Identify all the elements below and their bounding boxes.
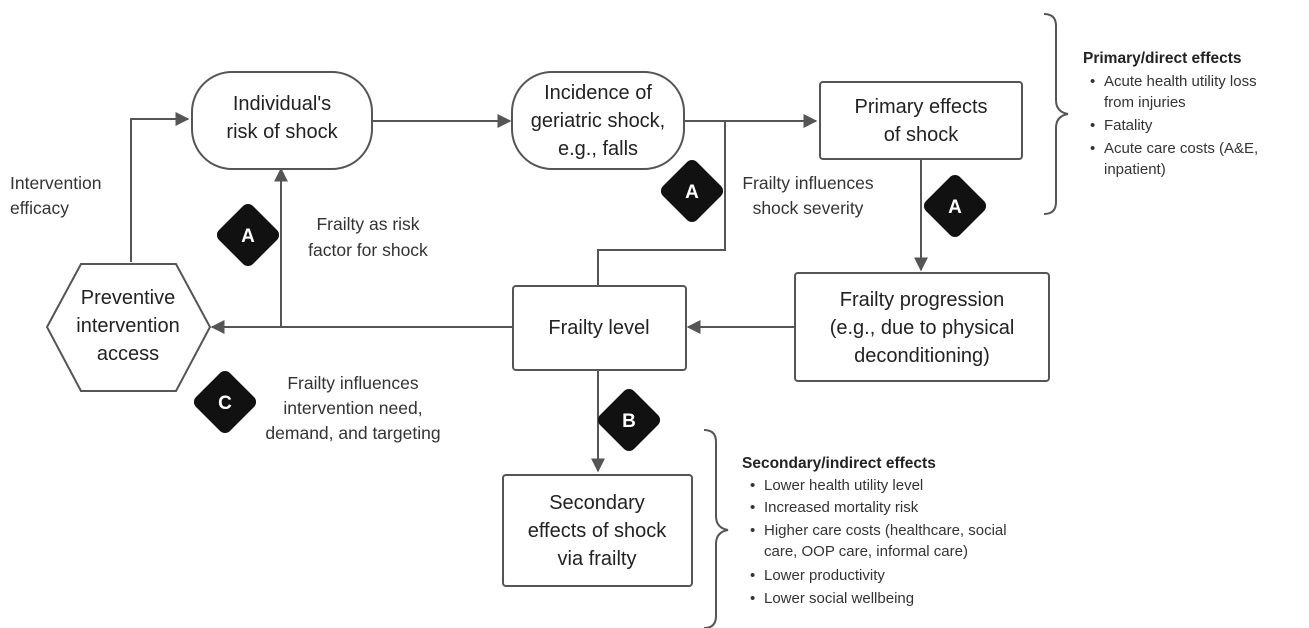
node-incidence-line-3: e.g., falls (558, 138, 638, 160)
secondary-bullet-5: • (750, 590, 755, 607)
secondary-bullet-4: • (750, 567, 755, 584)
arrow-frailty-severity (597, 121, 726, 285)
arrow-intervention-efficacy (130, 112, 190, 262)
node-individual-risk-line-1: Individual's (233, 93, 331, 115)
node-frailty-progression: Frailty progression (e.g., due to physic… (794, 272, 1050, 382)
secondary-item-1-line-1: Lower health utility level (764, 477, 923, 494)
brace-secondary (703, 429, 729, 628)
badge-severity: A (660, 159, 724, 223)
secondary-item-2-line-1: Increased mortality risk (764, 499, 919, 516)
node-primary-effects: Primary effects of shock (819, 81, 1023, 160)
primary-effects-list: Primary/direct effects • Acute health ut… (1083, 50, 1258, 178)
label-intervention-efficacy-line-1: Intervention (10, 173, 101, 193)
node-primary-effects-line-2: of shock (884, 124, 959, 146)
badge-progression: A (923, 174, 987, 238)
badge-risk-factor-letter: A (241, 226, 255, 247)
node-preventive-line-2: intervention (76, 315, 179, 337)
secondary-item-5-line-1: Lower social wellbeing (764, 590, 914, 607)
connectors (130, 112, 928, 473)
primary-item-3-line-1: Acute care costs (A&E, (1104, 140, 1258, 157)
node-primary-effects-line-1: Primary effects (855, 96, 988, 118)
node-secondary-effects-line-3: via frailty (558, 548, 637, 570)
node-secondary-effects-line-1: Secondary (549, 492, 645, 514)
label-frailty-intervention: Frailty influences intervention need, de… (265, 373, 440, 443)
secondary-item-3-line-2: care, OOP care, informal care) (764, 543, 968, 560)
node-preventive-line-1: Preventive (81, 287, 176, 309)
badge-progression-letter: A (948, 197, 962, 218)
primary-item-2-line-1: Fatality (1104, 117, 1153, 134)
node-secondary-effects: Secondary effects of shock via frailty (502, 474, 693, 587)
primary-item-1-line-2: from injuries (1104, 94, 1186, 111)
node-individual-risk-line-2: risk of shock (226, 121, 338, 143)
node-frailty-level-line-1: Frailty level (548, 317, 649, 339)
label-frailty-severity-line-2: shock severity (753, 198, 864, 218)
node-frailty-progression-line-3: deconditioning) (854, 345, 990, 367)
node-frailty-progression-line-1: Frailty progression (840, 289, 1005, 311)
node-secondary-effects-line-2: effects of shock (528, 520, 668, 542)
secondary-bullet-1: • (750, 477, 755, 494)
badge-secondary-letter: B (622, 411, 636, 432)
badge-severity-letter: A (685, 182, 699, 203)
label-frailty-severity: Frailty influences shock severity (742, 173, 874, 218)
node-preventive-line-3: access (97, 343, 159, 365)
node-frailty-progression-line-2: (e.g., due to physical (830, 317, 1015, 339)
secondary-bullet-3: • (750, 522, 755, 539)
primary-effects-heading: Primary/direct effects (1083, 50, 1242, 67)
label-frailty-intervention-line-2: intervention need, (283, 398, 422, 418)
label-intervention-efficacy-line-2: efficacy (10, 198, 69, 218)
label-intervention-efficacy: Intervention efficacy (10, 173, 101, 218)
primary-item-3-line-2: inpatient) (1104, 161, 1166, 178)
badge-secondary: B (597, 388, 661, 452)
secondary-effects-heading: Secondary/indirect effects (742, 455, 936, 472)
secondary-item-4-line-1: Lower productivity (764, 567, 885, 584)
secondary-effects-list: Secondary/indirect effects • Lower healt… (742, 455, 1007, 607)
brace-primary (1043, 13, 1069, 215)
primary-bullet-3: • (1090, 140, 1095, 157)
node-individual-risk: Individual's risk of shock (191, 71, 373, 170)
label-frailty-risk-factor-line-1: Frailty as risk (316, 214, 419, 234)
secondary-bullet-2: • (750, 499, 755, 516)
node-incidence-line-1: Incidence of (544, 82, 652, 104)
label-frailty-intervention-line-1: Frailty influences (287, 373, 419, 393)
node-incidence: Incidence of geriatric shock, e.g., fall… (511, 71, 685, 170)
node-frailty-level: Frailty level (512, 285, 687, 371)
label-frailty-severity-line-1: Frailty influences (742, 173, 874, 193)
badge-intervention-letter: C (218, 393, 232, 414)
primary-item-1-line-1: Acute health utility loss (1104, 73, 1257, 90)
label-frailty-intervention-line-3: demand, and targeting (265, 423, 440, 443)
label-frailty-risk-factor: Frailty as risk factor for shock (308, 214, 428, 260)
badge-risk-factor: A (216, 203, 280, 267)
primary-bullet-2: • (1090, 117, 1095, 134)
node-preventive-intervention: Preventive intervention access (45, 263, 212, 392)
badge-intervention: C (193, 370, 257, 434)
secondary-item-3-line-1: Higher care costs (healthcare, social (764, 522, 1007, 539)
label-frailty-risk-factor-line-2: factor for shock (308, 240, 428, 260)
node-incidence-line-2: geriatric shock, (531, 110, 666, 132)
primary-bullet-1: • (1090, 73, 1095, 90)
